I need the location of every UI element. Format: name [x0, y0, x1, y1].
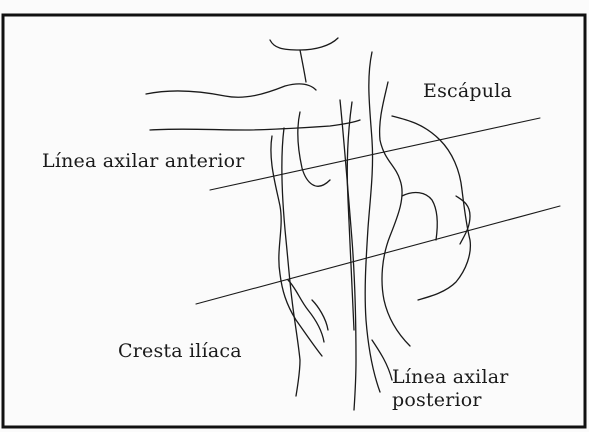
label-linea-axilar-anterior: Línea axilar anterior	[42, 150, 245, 173]
left-flank-line	[298, 112, 330, 186]
arm-upper-contour	[146, 84, 316, 97]
scapula-inner-fold	[402, 193, 437, 240]
neck-line	[300, 50, 306, 82]
torso-left-inner	[271, 136, 322, 356]
label-linea-axilar-posterior-line2: posterior	[392, 389, 482, 412]
back-arm-edge	[456, 196, 470, 244]
scapula-edge	[380, 82, 410, 346]
label-escapula: Escápula	[423, 80, 512, 103]
arm-lower-contour	[150, 120, 360, 130]
lower-back-fold	[312, 300, 328, 330]
torso-left-edge	[282, 128, 300, 396]
posterior-axillary-line	[196, 206, 560, 304]
anterior-axillary-line	[210, 118, 540, 190]
label-linea-axilar-posterior-line1: Línea axilar	[392, 366, 509, 389]
label-cresta-iliaca: Cresta ilíaca	[118, 340, 242, 363]
neck-outline	[270, 38, 338, 50]
scapula-back-contour	[392, 116, 470, 300]
